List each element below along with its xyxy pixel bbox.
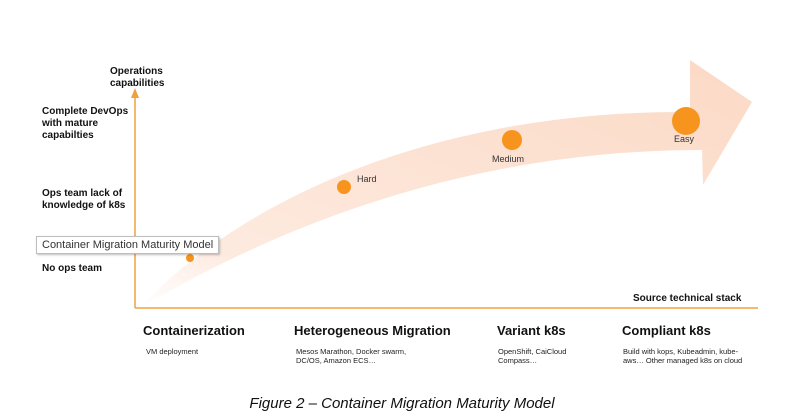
point-label-medium: Medium — [492, 154, 525, 164]
point-label-easy: Easy — [674, 134, 695, 144]
x-axis-title: Source technical stack — [633, 293, 742, 304]
stage-desc-heterogeneous: Mesos Marathon, Docker swarm, DC/OS, Ama… — [296, 347, 407, 365]
point-label-hard: Hard — [357, 174, 377, 184]
stage-title-compliant: Compliant k8s — [622, 323, 711, 338]
y-level-no-ops: No ops team — [42, 263, 103, 274]
y-level-complete-devops: Complete DevOps with mature capabilties — [42, 106, 129, 141]
stage-desc-variant: OpenShift, CaiCloud Compass… — [498, 347, 567, 365]
point-hard — [337, 180, 351, 194]
point-easy — [672, 107, 700, 135]
stage-title-heterogeneous: Heterogeneous Migration — [294, 323, 451, 338]
growth-arrow — [140, 60, 752, 308]
y-axis-arrowhead — [131, 88, 139, 98]
y-axis-title: Operations capabilities — [110, 66, 165, 89]
point-medium — [502, 130, 522, 150]
point-start — [186, 254, 194, 262]
stage-desc-compliant: Build with kops, Kubeadmin, kube-aws… Ot… — [623, 347, 743, 365]
figure-tooltip: Container Migration Maturity Model — [36, 236, 220, 254]
y-level-ops-lack-k8s: Ops team lack of knowledge of k8s — [42, 188, 126, 211]
stage-title-variant: Variant k8s — [497, 323, 566, 338]
figure-caption: Figure 2 – Container Migration Maturity … — [249, 395, 555, 412]
stage-desc-containerization: VM deployment — [146, 347, 199, 356]
stage-title-containerization: Containerization — [143, 323, 245, 338]
